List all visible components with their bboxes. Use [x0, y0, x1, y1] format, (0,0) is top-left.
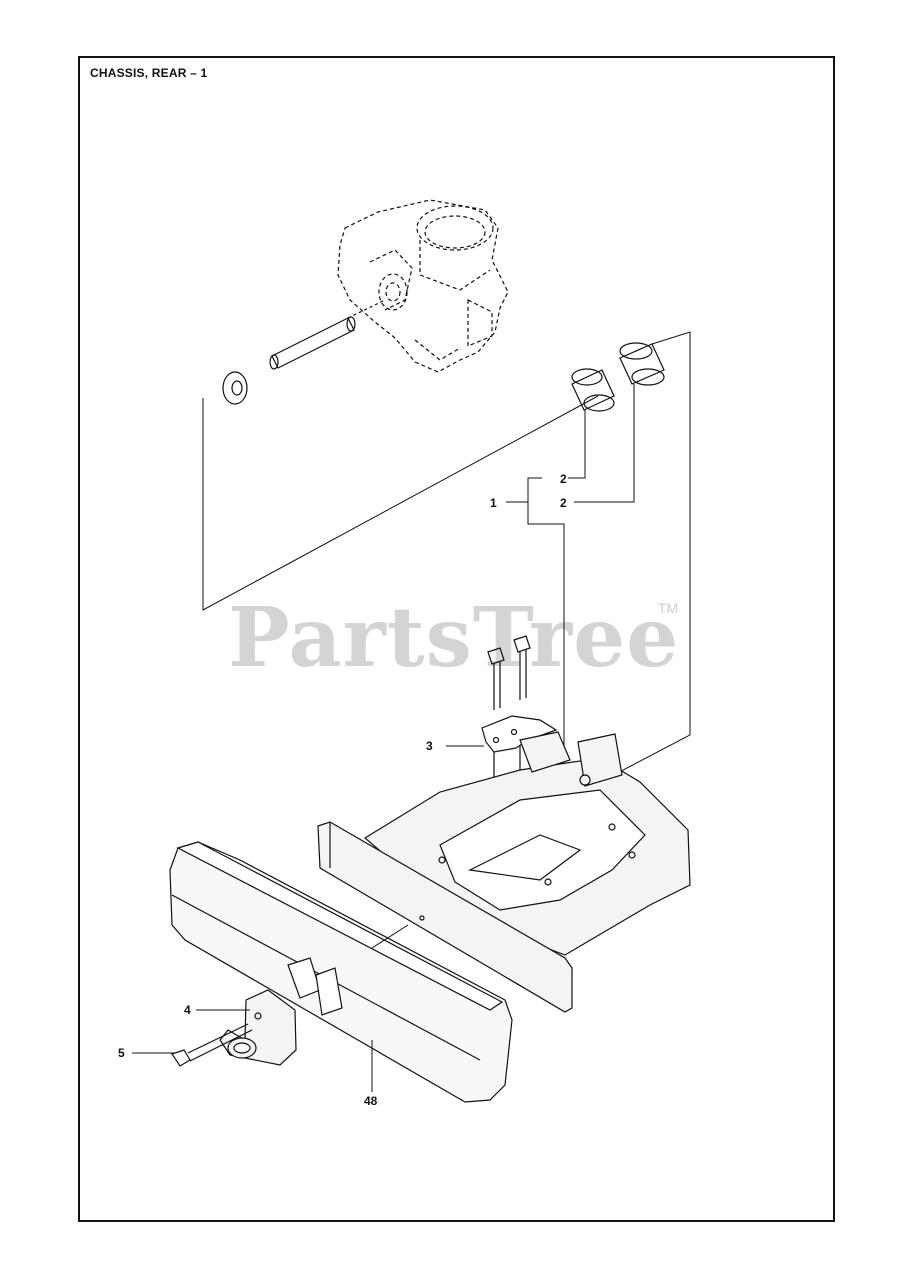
hitch-plate — [219, 989, 297, 1066]
watermark-trademark: TM — [658, 600, 679, 616]
callout-1: 1 — [490, 496, 497, 510]
hitch-bolt — [171, 1023, 253, 1067]
bracket-bolts — [487, 635, 531, 710]
watermark: PartsTree — [228, 590, 680, 686]
spacer-left — [571, 368, 615, 412]
callout-3: 3 — [426, 739, 433, 753]
bumper-backplate — [317, 821, 573, 1013]
assembly-guide-lines — [202, 331, 691, 791]
callout-2-lower: 2 — [560, 496, 567, 510]
diagram-frame — [78, 56, 835, 1222]
axle-pin — [269, 299, 386, 370]
callout-2-upper: 2 — [560, 472, 567, 486]
rear-chassis-frame — [363, 731, 691, 956]
spacer-right — [619, 342, 665, 386]
rear-weight-48 — [169, 841, 513, 1103]
callout-4: 4 — [184, 1003, 191, 1017]
callout-5: 5 — [118, 1046, 125, 1060]
callout-48: 48 — [364, 1094, 378, 1108]
washer — [222, 371, 248, 405]
callout-leaders — [132, 745, 484, 1092]
transmission-housing — [337, 199, 509, 373]
diagram-title: CHASSIS, REAR – 1 — [90, 66, 208, 80]
